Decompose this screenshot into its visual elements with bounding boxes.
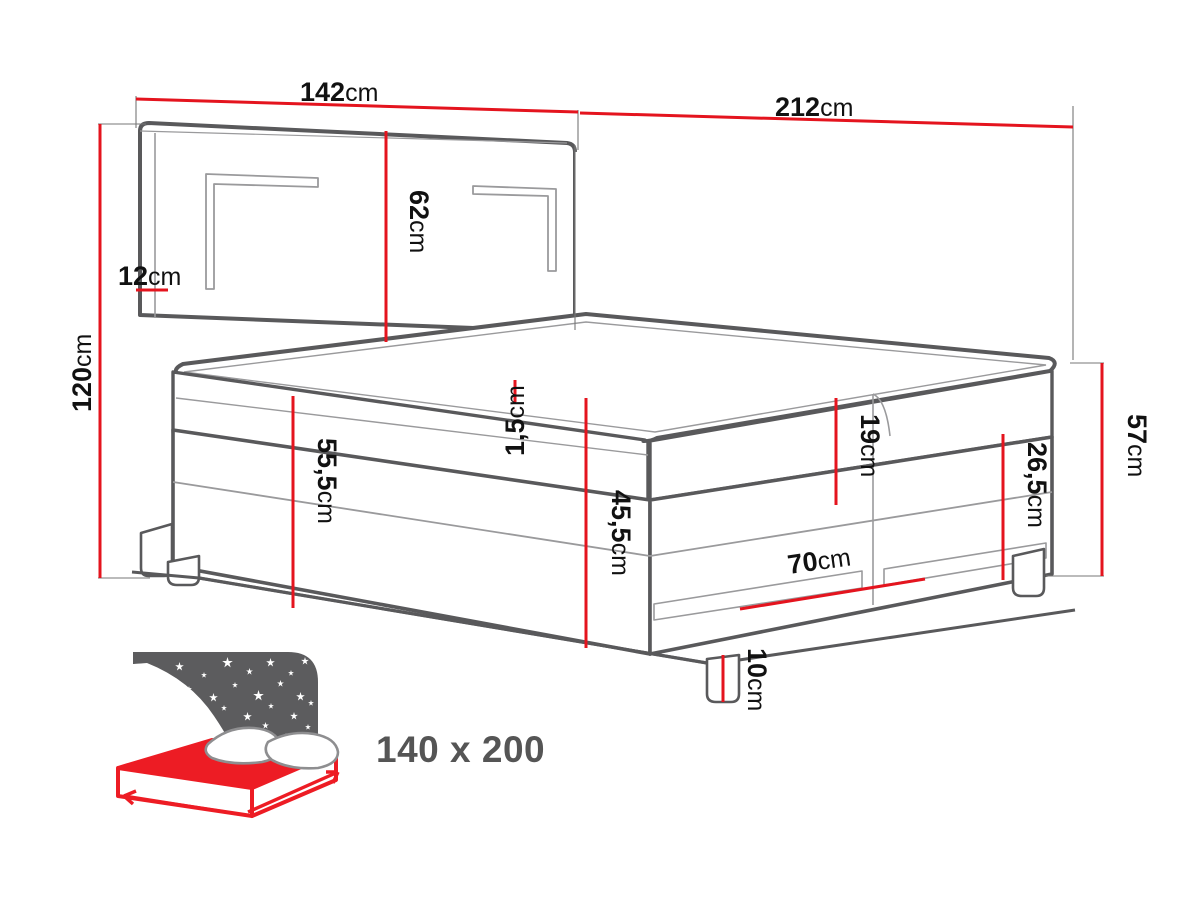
label-212: 212cm xyxy=(775,92,853,122)
dimline-70 xyxy=(739,577,926,611)
extension-lines xyxy=(98,96,1104,579)
headboard-back-face xyxy=(575,122,1072,355)
label-142-unit: cm xyxy=(345,79,378,107)
label-70-unit: cm xyxy=(816,543,853,575)
svg-text:120cm: 120cm xyxy=(67,334,97,412)
label-26-5: 26,5cm xyxy=(1022,442,1052,528)
label-1-5-unit: cm xyxy=(502,385,530,418)
bed-illustration xyxy=(131,121,1076,704)
leg-right xyxy=(1011,547,1046,598)
headboard-decor-left xyxy=(205,173,319,290)
label-12: 12cm xyxy=(118,261,181,291)
label-62-unit: cm xyxy=(404,220,432,253)
label-212-unit: cm xyxy=(820,94,853,122)
drawer-handle-right xyxy=(883,542,1047,586)
svg-text:26,5cm: 26,5cm xyxy=(1022,442,1052,528)
headboard-decor-right xyxy=(472,185,557,272)
moon-shape xyxy=(133,663,238,762)
label-55-5-number: 55,5 xyxy=(312,438,342,491)
svg-text:19cm: 19cm xyxy=(855,414,885,477)
label-70: 70cm xyxy=(786,541,853,580)
label-120-unit: cm xyxy=(69,334,97,367)
svg-text:62cm: 62cm xyxy=(404,190,434,253)
label-45-5: 45,5cm xyxy=(606,490,636,576)
svg-text:57cm: 57cm xyxy=(1122,414,1152,477)
icon-pillow-right xyxy=(264,731,340,770)
label-10: 10cm xyxy=(742,648,772,711)
svg-text:212cm: 212cm xyxy=(775,92,853,122)
svg-text:1,5cm: 1,5cm xyxy=(500,385,530,456)
mattress-top-edge-band xyxy=(183,321,1047,433)
label-19: 19cm xyxy=(855,414,885,477)
label-12-number: 12 xyxy=(118,261,148,291)
dimline-142 xyxy=(135,97,579,114)
icon-arrow-length-head xyxy=(326,770,340,784)
headboard-top-trim-line xyxy=(139,130,568,144)
label-45-5-number: 45,5 xyxy=(606,490,636,543)
svg-text:45,5cm: 45,5cm xyxy=(606,490,636,576)
label-57: 57cm xyxy=(1122,414,1152,477)
label-55-5: 55,5cm xyxy=(312,438,342,524)
bed-legs xyxy=(139,522,1046,704)
base-front-seam xyxy=(649,491,1053,557)
label-57-number: 57 xyxy=(1122,414,1152,444)
label-1-5-number: 1,5 xyxy=(500,418,530,456)
night-bed-icon xyxy=(116,652,340,818)
label-62-number: 62 xyxy=(404,190,434,220)
label-10-unit: cm xyxy=(742,678,770,711)
label-12-unit: cm xyxy=(148,263,181,291)
label-57-unit: cm xyxy=(1122,444,1150,477)
svg-text:55,5cm: 55,5cm xyxy=(312,438,342,524)
floor-line-front xyxy=(198,576,708,665)
svg-text:70cm: 70cm xyxy=(786,541,853,580)
label-120: 120cm xyxy=(67,334,97,412)
dimline-212 xyxy=(579,111,1074,129)
label-10-number: 10 xyxy=(742,648,772,678)
label-19-number: 19 xyxy=(855,414,885,444)
label-70-number: 70 xyxy=(786,546,820,580)
headboard xyxy=(138,121,577,334)
icon-arrow-width-head xyxy=(122,789,137,806)
label-1-5: 1,5cm xyxy=(500,385,530,456)
icon-arrow-width xyxy=(123,794,239,816)
mattress-left-seam xyxy=(175,397,649,456)
label-26-5-unit: cm xyxy=(1022,495,1050,528)
label-212-number: 212 xyxy=(775,92,820,122)
label-45-5-unit: cm xyxy=(606,543,634,576)
label-142-number: 142 xyxy=(300,77,345,107)
label-62: 62cm xyxy=(404,190,434,253)
svg-text:10cm: 10cm xyxy=(742,648,772,711)
leg-front-left xyxy=(166,554,201,587)
svg-text:12cm: 12cm xyxy=(118,261,181,291)
icon-arrow-length xyxy=(247,770,339,814)
mattress-size-label: 140 x 200 xyxy=(376,729,545,770)
label-120-number: 120 xyxy=(67,367,97,412)
label-26-5-number: 26,5 xyxy=(1022,442,1052,495)
base-left-seam xyxy=(172,481,651,557)
label-19-unit: cm xyxy=(855,444,883,477)
label-55-5-unit: cm xyxy=(312,491,340,524)
svg-text:142cm: 142cm xyxy=(300,77,378,107)
base-corner-hint xyxy=(872,393,891,437)
label-142: 142cm xyxy=(300,77,378,107)
dimension-lines xyxy=(98,97,1104,702)
